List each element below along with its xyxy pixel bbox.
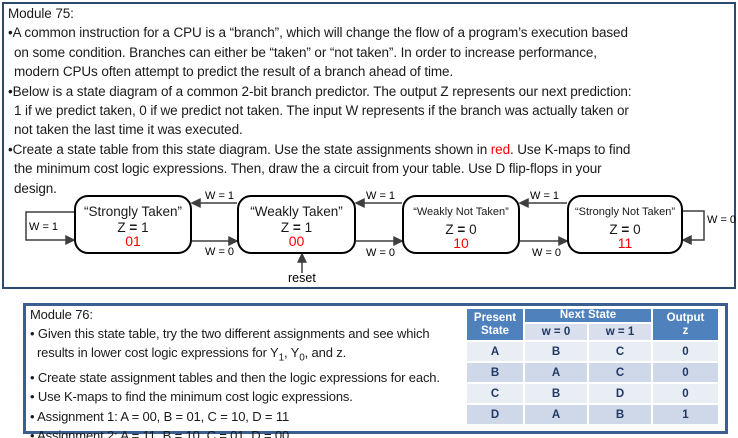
state-weakly-taken: “Weakly Taken” Z = 1 00 — [237, 195, 356, 254]
text-segment: . Use K-maps to find — [509, 141, 631, 157]
table-row: B A C 0 — [467, 363, 718, 382]
state-output: Z = 1 — [117, 221, 148, 235]
selfloop-label-w0: W = 0 — [707, 214, 737, 226]
z-equals: = — [457, 222, 466, 237]
state-output: Z = 0 — [609, 223, 640, 237]
state-name: “Strongly Taken” — [83, 204, 183, 219]
header-line: Output — [666, 311, 705, 324]
header-line: State — [480, 324, 510, 337]
state-diagram-arrows — [25, 198, 705, 273]
cell-output: 0 — [653, 342, 718, 361]
table-row: C B D 0 — [467, 384, 718, 403]
bullet-line: •Create a state table from this state di… — [8, 140, 730, 159]
z-value: 0 — [465, 222, 477, 237]
text-segment: , and z. — [304, 345, 347, 361]
table-row: D A B 1 — [467, 405, 718, 424]
column-header-next-state: Next State — [525, 309, 651, 322]
cell-output: 1 — [653, 405, 718, 424]
z-value: 1 — [137, 220, 149, 235]
cell-next-w1: C — [589, 363, 651, 382]
state-name: “Weakly Taken” — [250, 204, 343, 219]
bullet-line: • Assignment 2: A = 11, B = 10, C = 01, … — [30, 427, 290, 438]
bullet-line: not taken the last time it was executed. — [14, 122, 243, 138]
bullet-line: • Assignment 1: A = 00, B = 01, C = 10, … — [30, 408, 290, 424]
z-value: 0 — [629, 222, 641, 237]
bullet-line: design. — [14, 180, 57, 196]
bullet-line: modern CPUs often attempt to predict the… — [14, 64, 454, 80]
state-assignment: 00 — [288, 233, 305, 249]
cell-output: 0 — [653, 384, 718, 403]
reset-label: reset — [288, 271, 316, 285]
state-output: Z = 1 — [281, 221, 312, 235]
z-text: Z — [117, 220, 130, 235]
state-weakly-not-taken: “Weakly Not Taken” Z = 0 10 — [402, 195, 520, 254]
bullet-line: 1 if we predict taken, 0 if we predict n… — [14, 103, 629, 119]
text-segment: , Y — [283, 345, 300, 361]
state-strongly-taken: “Strongly Taken” Z = 1 01 — [74, 195, 192, 254]
cell-next-w0: A — [525, 405, 587, 424]
cell-present: A — [467, 342, 523, 361]
selfloop-label-w1: W = 1 — [29, 221, 59, 233]
transition-label-w0: W = 0 — [532, 247, 562, 259]
bullet-line: • Use K-maps to find the minimum cost lo… — [30, 389, 353, 405]
state-strongly-not-taken: “Strongly Not Taken” Z = 0 11 — [567, 195, 683, 254]
cell-present: B — [467, 363, 523, 382]
cell-next-w1: C — [589, 342, 651, 361]
bullet-line: the minimum cost logic expressions. Then… — [14, 161, 602, 177]
subscript: 0 — [299, 353, 305, 364]
module-75-text: Module 75: •A common instruction for a C… — [8, 4, 730, 198]
state-assignment: 01 — [125, 233, 141, 249]
z-value: 1 — [300, 220, 313, 235]
table-row: A B C 0 — [467, 342, 718, 361]
subscript: 1 — [278, 353, 285, 364]
cell-next-w0: A — [525, 363, 587, 382]
module-75-title: Module 75: — [8, 6, 74, 21]
state-assignment: 10 — [453, 235, 469, 251]
z-equals: = — [621, 222, 630, 237]
header-line: Present — [473, 311, 517, 324]
text-segment: •Create a state table from this state di… — [8, 141, 491, 157]
bullet-line: • Create state assignment tables and the… — [30, 370, 440, 386]
bullet-line: •A common instruction for a CPU is a “br… — [8, 25, 628, 41]
z-text: Z — [445, 222, 458, 237]
z-text: Z — [609, 222, 622, 237]
cell-next-w1: B — [589, 405, 651, 424]
cell-next-w1: D — [589, 384, 651, 403]
transition-label-w1: W = 1 — [366, 190, 396, 202]
z-equals: = — [129, 220, 138, 235]
header-line: z — [682, 324, 689, 337]
bullet-line: results in lower cost logic expressions … — [30, 343, 460, 368]
state-assignment: 11 — [617, 235, 633, 251]
cell-output: 0 — [653, 363, 718, 382]
transition-label-w0: W = 0 — [205, 246, 235, 258]
cell-next-w0: B — [525, 384, 587, 403]
cell-next-w0: B — [525, 342, 587, 361]
z-equals: = — [292, 220, 301, 235]
state-name: “Weakly Not Taken” — [413, 206, 509, 218]
text-segment: results in lower cost logic expressions … — [37, 345, 279, 361]
subheader-w1: w = 1 — [589, 324, 651, 340]
state-output: Z = 0 — [445, 223, 476, 237]
cell-present: C — [467, 384, 523, 403]
bullet-line: on some condition. Branches can either b… — [14, 44, 597, 60]
transition-label-w1: W = 1 — [205, 190, 235, 202]
transition-label-w0: W = 0 — [366, 247, 396, 259]
red-word: red — [490, 141, 510, 157]
bullet-line: •Below is a state diagram of a common 2-… — [8, 83, 632, 99]
z-text: Z — [280, 220, 293, 235]
module-76-title: Module 76: — [30, 307, 93, 322]
subheader-w0: w = 0 — [525, 324, 587, 340]
module-76-text: Module 76: • Given this state table, try… — [30, 305, 460, 438]
transition-label-w1: W = 1 — [530, 190, 560, 202]
state-name: “Strongly Not Taken” — [574, 206, 676, 218]
cell-present: D — [467, 405, 523, 424]
bullet-line: • Given this state table, try the two di… — [30, 326, 430, 342]
